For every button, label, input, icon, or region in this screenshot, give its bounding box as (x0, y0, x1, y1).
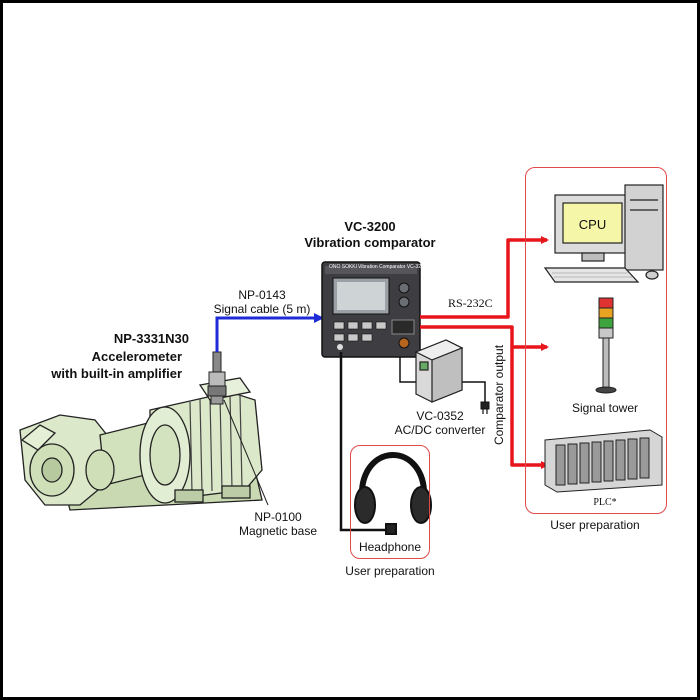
user-preparation-left: User preparation (345, 564, 435, 578)
comparator-model: VC-3200 (344, 219, 396, 234)
accelerometer-model: NP-3331N30 (113, 331, 189, 346)
comparator-panel-title: Vibration Comparator VC-3200 (358, 264, 427, 270)
magnetic-base-model: NP-0100 (254, 510, 302, 524)
acdc-converter (414, 339, 464, 403)
cpu-label: CPU (578, 217, 607, 232)
motor-pump (19, 377, 263, 511)
comparator-brand: ONO SOKKI (328, 264, 358, 270)
headphone-label: Headphone (358, 540, 422, 554)
headphone-cable (339, 352, 386, 532)
rs232c-line (420, 236, 549, 319)
plc-label: PLC* (593, 497, 617, 508)
rs232c-label: RS-232C (448, 296, 493, 310)
signal-cable-desc: Signal cable (5 m) (213, 302, 311, 316)
signal-tower-label: Signal tower (571, 401, 639, 415)
computer (543, 184, 664, 283)
comparator-output-label: Comparator output (492, 344, 506, 446)
power-plug (480, 401, 490, 414)
converter-model: VC-0352 (416, 409, 464, 423)
signal-cable-model: NP-0143 (238, 288, 286, 302)
converter-desc: AC/DC converter (394, 423, 486, 437)
signal-cable-line (215, 313, 324, 352)
user-preparation-right: User preparation (550, 518, 640, 532)
signal-tower-line (420, 325, 549, 351)
headphone-device (354, 452, 432, 535)
plc-line (510, 347, 549, 469)
accelerometer-sensor (207, 351, 227, 405)
magnetic-base-leader (223, 399, 269, 506)
converter-cable (399, 357, 416, 383)
signal-tower (595, 297, 617, 394)
headphone-box (350, 445, 430, 559)
comparator-name: Vibration comparator (304, 235, 436, 250)
plc-device (544, 429, 663, 493)
power-plug-cable (460, 381, 486, 402)
accelerometer-line1: Accelerometer (91, 349, 182, 364)
magnetic-base-desc: Magnetic base (238, 524, 318, 538)
accelerometer-line2: with built-in amplifier (51, 366, 182, 381)
comparator-unit (321, 261, 421, 358)
user-equipment-box (525, 167, 667, 514)
